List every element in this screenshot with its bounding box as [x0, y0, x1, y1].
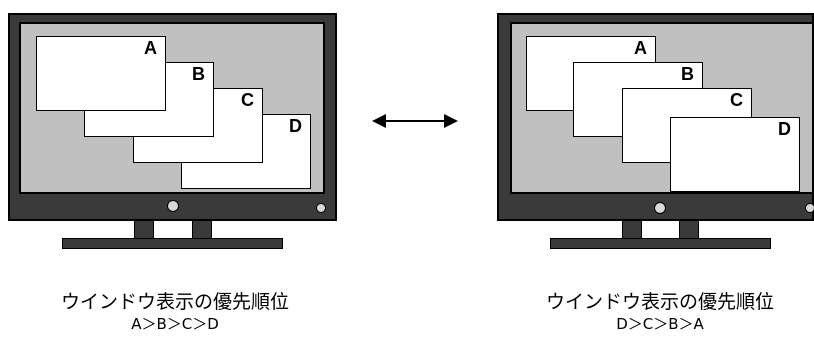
right-window-c-label: C	[730, 90, 743, 110]
right-caption-order: D＞C＞B＞A	[616, 315, 704, 333]
double-headed-arrow-icon	[372, 114, 458, 128]
right-monitor-stand-leg-left	[622, 220, 642, 239]
right-caption: ウインドウ表示の優先順位 D＞C＞B＞A	[545, 290, 775, 334]
left-caption-order: A＞B＞C＞D	[131, 315, 219, 333]
left-monitor-stand-leg-right	[192, 220, 212, 239]
left-monitor-screen: D C B A	[19, 22, 325, 194]
right-window-b-label: B	[681, 64, 694, 84]
left-caption: ウインドウ表示の優先順位 A＞B＞C＞D	[60, 290, 290, 334]
right-window-d-label: D	[778, 119, 791, 139]
left-monitor-center-button	[167, 200, 179, 212]
left-window-a: A	[36, 36, 166, 111]
right-caption-title: ウインドウ表示の優先順位	[545, 291, 774, 313]
right-window-a-label: A	[634, 38, 647, 58]
left-caption-title: ウインドウ表示の優先順位	[60, 291, 289, 313]
right-window-d: D	[670, 117, 800, 192]
left-monitor-stand-base	[62, 238, 283, 249]
left-window-c-label: C	[241, 90, 254, 110]
right-monitor-center-button	[654, 202, 666, 214]
left-monitor-power-button	[316, 203, 326, 213]
left-window-b-label: B	[192, 64, 205, 84]
left-window-d-label: D	[289, 116, 302, 136]
right-monitor-screen: A B C D	[510, 22, 814, 194]
right-monitor-stand-base	[550, 238, 771, 249]
right-monitor-power-button	[805, 203, 814, 213]
left-monitor-stand-leg-left	[134, 220, 154, 239]
right-monitor-stand-leg-right	[679, 220, 699, 239]
left-window-a-label: A	[144, 38, 157, 58]
